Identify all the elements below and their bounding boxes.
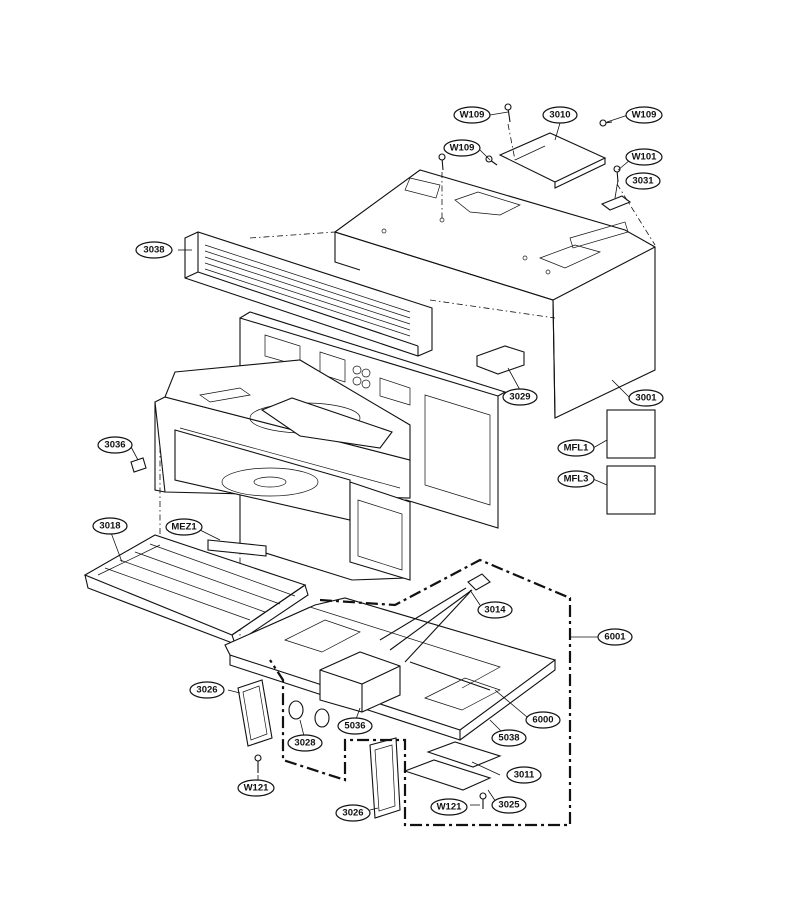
svg-text:3031: 3031	[632, 176, 654, 187]
svg-text:W121: W121	[437, 802, 463, 813]
label-sheet-mfl3	[606, 465, 656, 515]
svg-text:W109: W109	[460, 110, 485, 121]
part-label-mfl3: MFL3	[557, 470, 595, 488]
filter-3011	[426, 741, 502, 768]
svg-text:W101: W101	[632, 152, 658, 163]
part-label-3036: 3036	[97, 436, 133, 454]
part-label-3011: 3011	[506, 766, 542, 784]
part-label-3028: 3028	[287, 734, 323, 752]
screws	[254, 103, 621, 809]
label-sheet-mfl1	[606, 409, 656, 459]
top-plate-3010	[498, 132, 607, 189]
part-label-3025: 3025	[491, 796, 527, 814]
svg-text:6001: 6001	[604, 632, 626, 643]
part-label-w101: W101	[625, 148, 663, 166]
part-label-mfl1: MFL1	[557, 439, 595, 457]
front-grille-3038	[184, 231, 433, 357]
svg-text:5038: 5038	[498, 733, 519, 744]
svg-text:W121: W121	[244, 783, 270, 794]
part-label-w121-a: W121	[237, 779, 275, 797]
latch-3036	[130, 457, 147, 473]
part-label-w121-b: W121	[430, 798, 468, 816]
svg-text:3025: 3025	[498, 800, 520, 811]
part-label-3029: 3029	[502, 388, 538, 406]
svg-text:5036: 5036	[344, 721, 365, 732]
frame-3025	[403, 759, 492, 791]
part-label-3018: 3018	[92, 517, 128, 535]
svg-text:3029: 3029	[509, 392, 530, 403]
outer-cabinet-3001	[333, 169, 656, 419]
svg-text:3001: 3001	[635, 393, 657, 404]
part-label-w109-a: W109	[453, 106, 491, 124]
part-label-6001: 6001	[597, 628, 633, 646]
svg-text:W109: W109	[632, 110, 657, 121]
part-label-3001: 3001	[628, 389, 664, 407]
part-label-3026-b: 3026	[335, 804, 371, 822]
part-label-5036: 5036	[337, 717, 373, 735]
svg-text:3026: 3026	[342, 808, 363, 819]
part-label-5038: 5038	[491, 729, 527, 747]
part-label-3031: 3031	[625, 172, 661, 190]
bracket-3031	[600, 195, 632, 211]
oven-cavity-chassis	[154, 311, 507, 581]
part-label-3014: 3014	[477, 601, 513, 619]
filter-3026-left	[237, 679, 273, 747]
part-label-w109-c: W109	[443, 139, 481, 157]
svg-text:3026: 3026	[196, 685, 217, 696]
svg-text:3014: 3014	[484, 605, 506, 616]
wire-harness-3014	[379, 573, 491, 691]
bracket-3029	[476, 345, 525, 375]
svg-text:6000: 6000	[532, 715, 553, 726]
part-label-3010: 3010	[542, 106, 578, 124]
svg-text:3018: 3018	[99, 521, 120, 532]
rack-3018	[83, 534, 309, 645]
filter-3026-right	[369, 737, 401, 819]
assembly-boundary-6001	[269, 558, 572, 827]
part-label-w109-b: W109	[625, 106, 663, 124]
svg-text:3036: 3036	[104, 440, 125, 451]
lamp-3028	[288, 700, 330, 728]
svg-text:MEZ1: MEZ1	[171, 522, 197, 533]
part-label-6000: 6000	[525, 711, 561, 729]
svg-text:MFL3: MFL3	[564, 474, 589, 485]
svg-text:3010: 3010	[549, 110, 570, 121]
component-5036	[319, 651, 401, 713]
part-label-mez1: MEZ1	[165, 518, 203, 536]
part-label-3038: 3038	[135, 241, 173, 259]
svg-text:3011: 3011	[514, 770, 535, 781]
svg-text:MFL1: MFL1	[564, 443, 590, 454]
svg-text:3028: 3028	[294, 738, 315, 749]
svg-text:W109: W109	[450, 143, 475, 154]
svg-text:3038: 3038	[143, 245, 164, 256]
part-label-3026-a: 3026	[189, 681, 225, 699]
label-mez1	[207, 539, 267, 557]
